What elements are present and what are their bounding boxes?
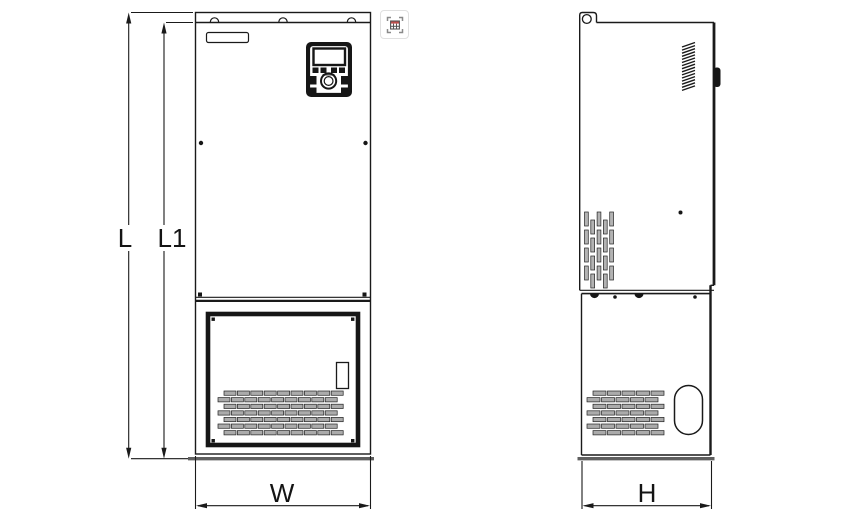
top-mounting-band bbox=[195, 17, 371, 24]
keypad-knob bbox=[320, 72, 338, 90]
side-slot-vent bbox=[584, 211, 614, 289]
dimension-W: W bbox=[196, 478, 370, 509]
arrowhead bbox=[582, 503, 594, 509]
mounting-hole bbox=[581, 13, 592, 25]
nameplate bbox=[205, 31, 250, 44]
arrowhead bbox=[161, 22, 167, 34]
keyhole-slot bbox=[278, 17, 288, 23]
table-frame-icon bbox=[386, 16, 403, 33]
arrowhead bbox=[126, 12, 132, 24]
keyhole-slot bbox=[209, 17, 220, 23]
screw bbox=[678, 210, 683, 215]
side-knob bbox=[713, 67, 721, 87]
arrowhead bbox=[161, 447, 167, 459]
panel-corner-screw bbox=[211, 317, 215, 321]
front-view bbox=[188, 11, 374, 461]
screw bbox=[362, 292, 367, 297]
arrowhead bbox=[126, 447, 132, 459]
door-handle bbox=[335, 361, 350, 390]
screw bbox=[693, 295, 697, 299]
screw bbox=[198, 292, 202, 297]
joint-notch bbox=[634, 293, 644, 299]
side-vent-grille bbox=[586, 390, 665, 436]
dimension-lines: L L1 W H bbox=[118, 11, 713, 509]
screw bbox=[198, 140, 204, 146]
cable-slot-oval bbox=[673, 384, 704, 436]
screw bbox=[613, 295, 617, 299]
keyhole-slot bbox=[346, 17, 357, 23]
arrowhead bbox=[359, 503, 370, 509]
dimension-H: H bbox=[582, 478, 711, 509]
panel-corner-screw bbox=[351, 439, 355, 443]
mounting-tab bbox=[579, 11, 598, 25]
door-panel-frame bbox=[205, 311, 361, 448]
keypad-buttons bbox=[309, 67, 348, 94]
label-width: W bbox=[270, 478, 295, 508]
top-diagonal-vent bbox=[681, 41, 696, 92]
dimension-L1: L1 bbox=[158, 22, 187, 459]
keypad-display bbox=[312, 47, 347, 67]
label-overall-height: L bbox=[118, 223, 132, 253]
front-door-panel bbox=[205, 311, 361, 448]
arrowhead bbox=[700, 503, 711, 509]
label-body-height: L1 bbox=[158, 223, 187, 253]
screw bbox=[363, 140, 368, 146]
arrowhead bbox=[196, 503, 207, 509]
panel-corner-screw bbox=[351, 317, 355, 321]
panel-corner-screw bbox=[211, 439, 215, 443]
side-lower-body bbox=[580, 285, 712, 456]
side-section-joint bbox=[579, 284, 714, 299]
label-depth: H bbox=[638, 478, 657, 508]
dimension-L: L bbox=[118, 12, 132, 459]
side-view bbox=[577, 11, 721, 461]
front-vent-grille bbox=[217, 390, 344, 436]
joint-notch bbox=[590, 293, 599, 299]
keypad bbox=[306, 42, 352, 97]
side-upper-body bbox=[579, 21, 721, 291]
front-section-divider bbox=[195, 292, 371, 302]
view-table-button[interactable] bbox=[380, 10, 409, 39]
keypad-knob-center bbox=[323, 75, 334, 86]
